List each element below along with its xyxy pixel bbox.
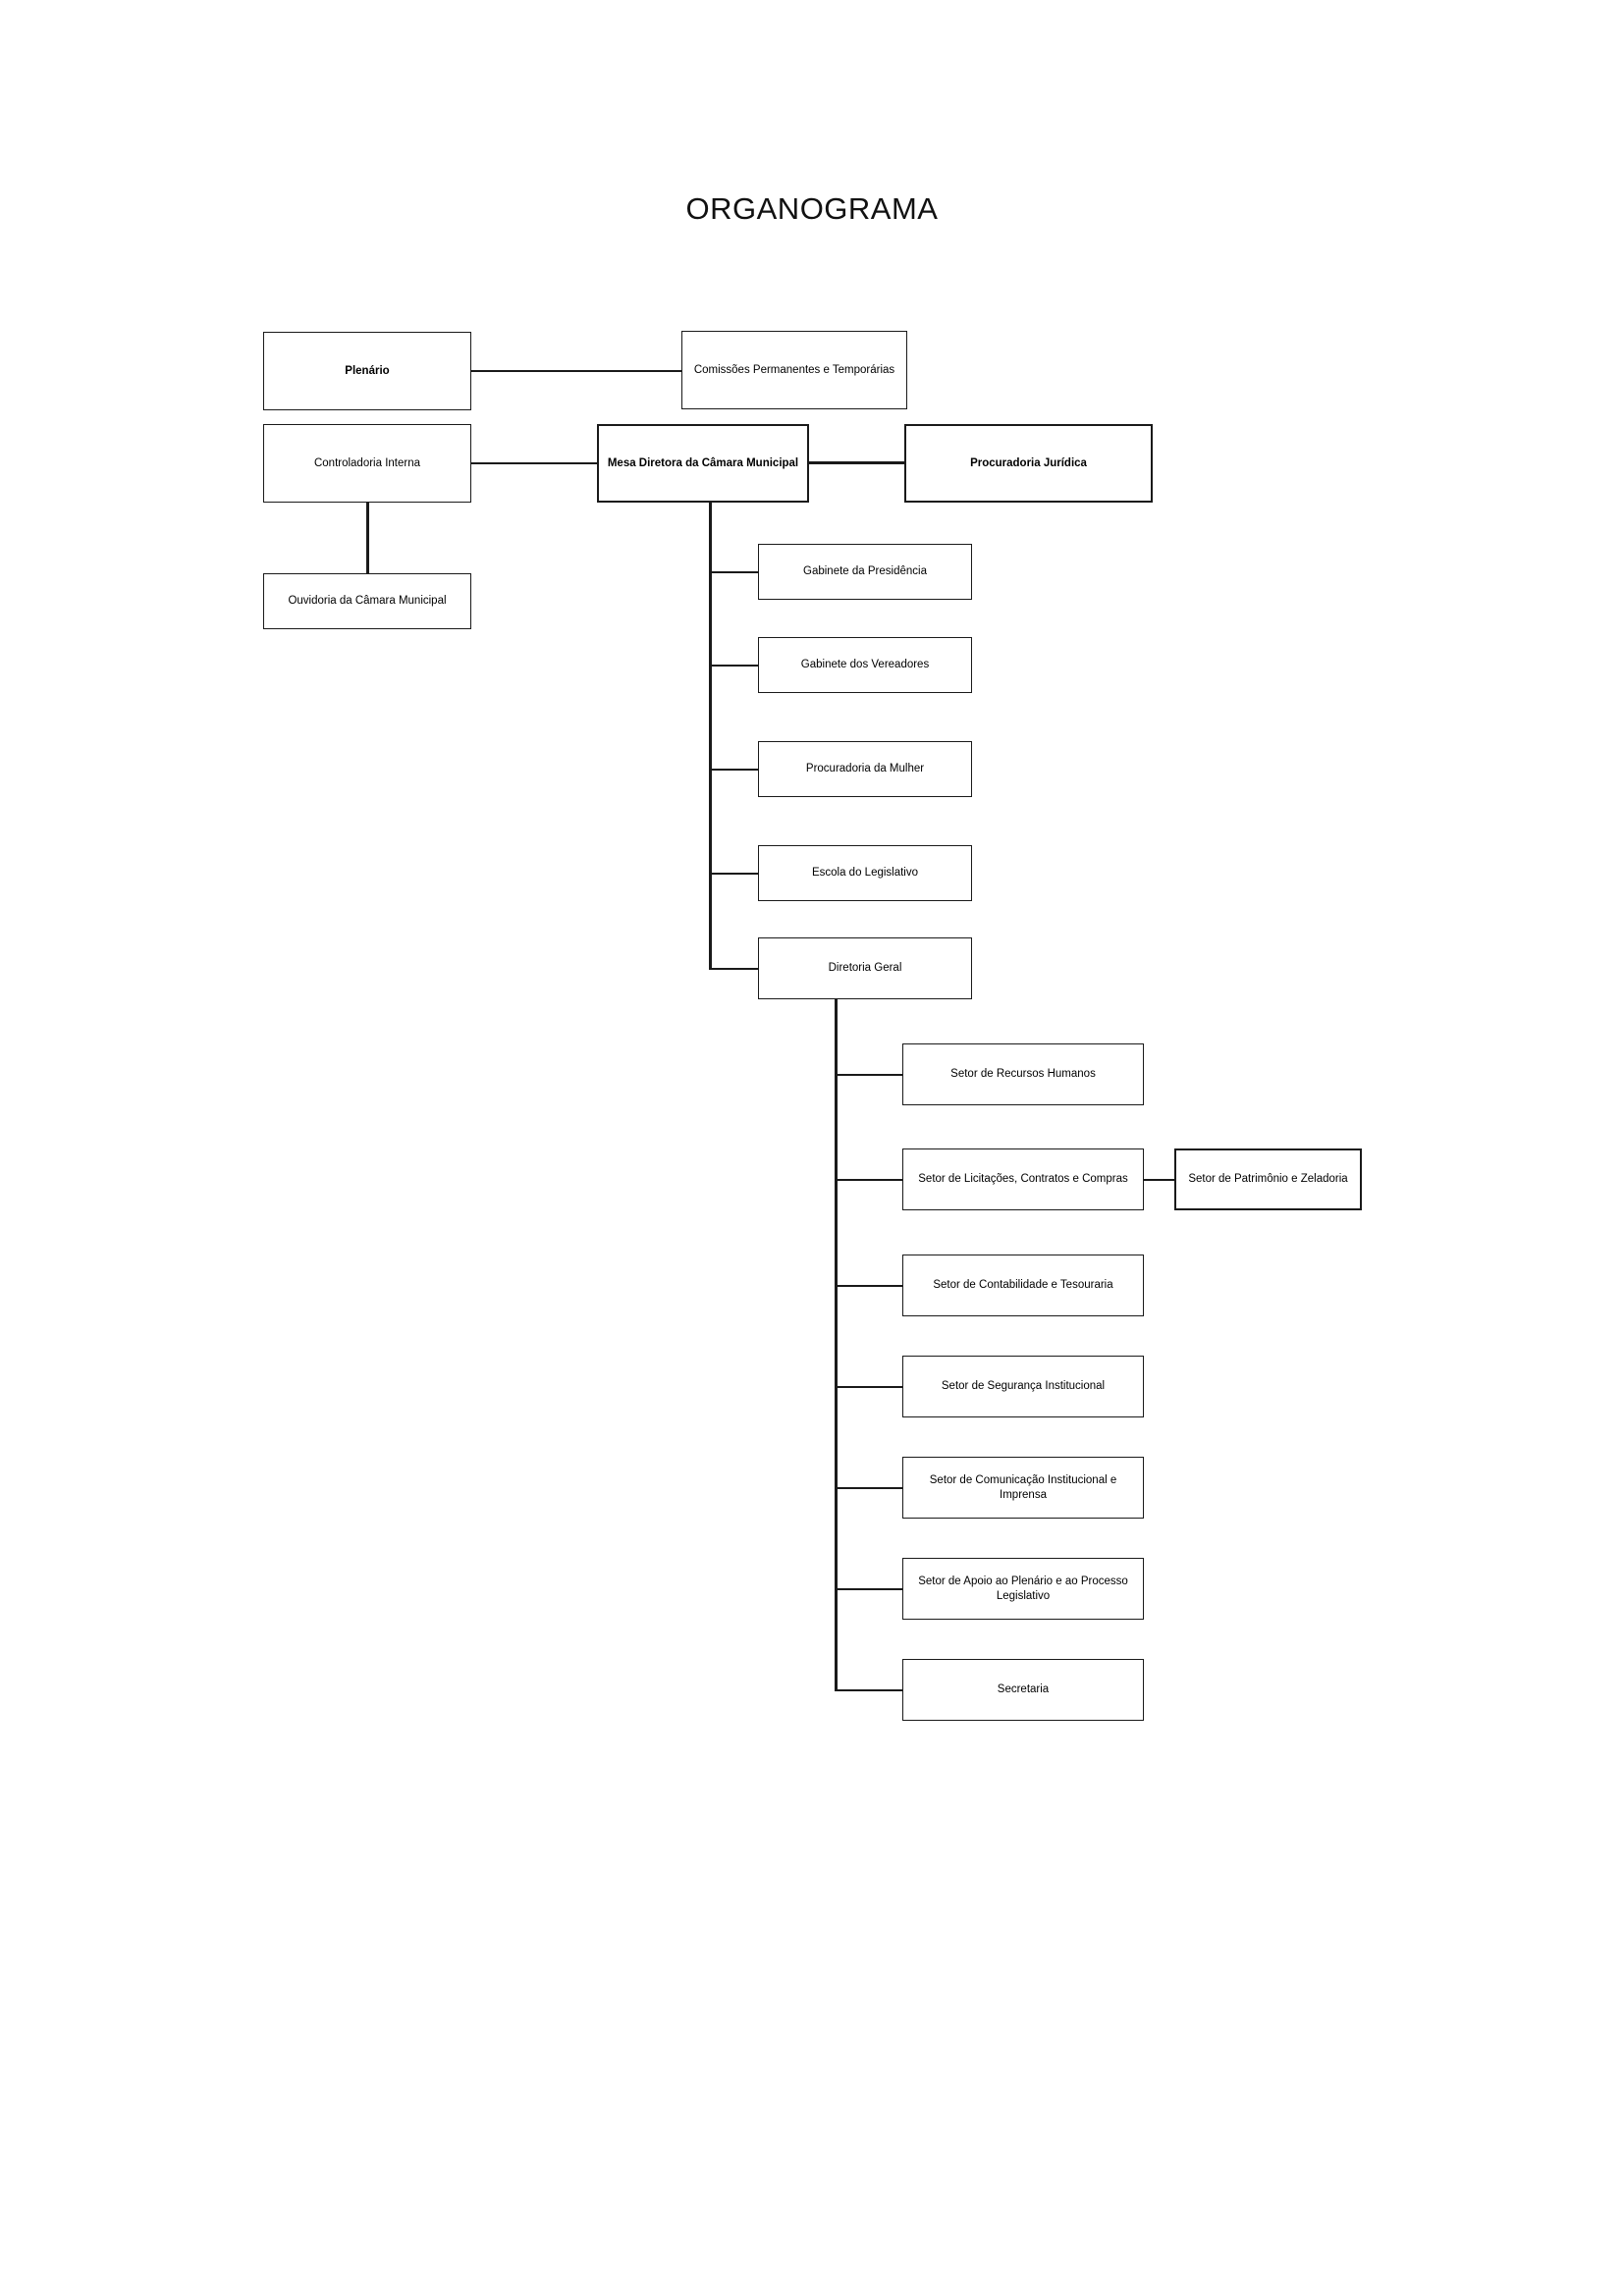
node-label: Setor de Comunicação Institucional e Imp… — [929, 1474, 1117, 1501]
node-label: Secretaria — [997, 1683, 1050, 1696]
node-diretoria-geral[interactable]: Diretoria Geral — [758, 937, 972, 999]
connector-branch-gabinete-vereadores — [709, 665, 758, 667]
connector-diretoria-trunk — [835, 999, 838, 1690]
node-label: Setor de Licitações, Contratos e Compras — [918, 1173, 1128, 1186]
node-label: Controladoria Interna — [313, 456, 421, 469]
node-gabinete-vereadores[interactable]: Gabinete dos Vereadores — [758, 637, 972, 693]
node-setor-licitacoes-contratos-compras[interactable]: Setor de Licitações, Contratos e Compras — [902, 1148, 1144, 1210]
connector-branch-licitacoes — [835, 1179, 902, 1181]
node-label: Gabinete da Presidência — [803, 565, 927, 578]
connector-licitacoes-patrimonio — [1144, 1179, 1174, 1181]
connector-branch-procuradoria-mulher — [709, 769, 758, 771]
connector-branch-comunicacao — [835, 1487, 902, 1489]
node-label: Comissões Permanentes e Temporárias — [693, 363, 895, 376]
node-setor-patrimonio-zeladoria[interactable]: Setor de Patrimônio e Zeladoria — [1174, 1148, 1362, 1210]
node-label: Setor de Contabilidade e Tesouraria — [933, 1279, 1113, 1292]
connector-branch-contabilidade — [835, 1285, 902, 1287]
node-procuradoria-juridica[interactable]: Procuradoria Jurídica — [904, 424, 1153, 503]
page-title: ORGANOGRAMA — [685, 191, 939, 226]
node-gabinete-presidencia[interactable]: Gabinete da Presidência — [758, 544, 972, 600]
connector-branch-seguranca — [835, 1386, 902, 1388]
connector-mesa-procuradoria — [809, 461, 904, 464]
node-escola-legislativo[interactable]: Escola do Legislativo — [758, 845, 972, 901]
node-label: Mesa Diretora da Câmara Municipal — [607, 456, 799, 469]
connector-branch-gabinete-presidencia — [709, 571, 758, 573]
connector-mesa-trunk — [709, 503, 712, 969]
node-comissoes-permanentes-temporarias[interactable]: Comissões Permanentes e Temporárias — [681, 331, 907, 409]
node-plenario[interactable]: Plenário — [263, 332, 471, 410]
node-label: Gabinete dos Vereadores — [800, 659, 930, 671]
connector-branch-diretoria-geral — [709, 968, 758, 970]
node-setor-apoio-plenario-processo-legislativo[interactable]: Setor de Apoio ao Plenário e ao Processo… — [902, 1558, 1144, 1620]
node-label: Setor de Segurança Institucional — [941, 1380, 1106, 1393]
node-label: Setor de Recursos Humanos — [950, 1068, 1096, 1081]
connector-plenario-comissoes — [471, 370, 681, 372]
node-secretaria[interactable]: Secretaria — [902, 1659, 1144, 1721]
node-label: Plenário — [345, 364, 390, 377]
node-label: Diretoria Geral — [828, 962, 902, 975]
connector-branch-escola-legislativo — [709, 873, 758, 875]
connector-controladoria-mesa — [471, 462, 597, 464]
node-label: Ouvidoria da Câmara Municipal — [288, 595, 447, 608]
connector-branch-secretaria — [835, 1689, 902, 1691]
node-label: Escola do Legislativo — [811, 867, 919, 880]
node-setor-contabilidade-tesouraria[interactable]: Setor de Contabilidade e Tesouraria — [902, 1255, 1144, 1316]
node-label: Procuradoria Jurídica — [970, 456, 1087, 469]
node-ouvidoria-camara-municipal[interactable]: Ouvidoria da Câmara Municipal — [263, 573, 471, 629]
node-mesa-diretora[interactable]: Mesa Diretora da Câmara Municipal — [597, 424, 809, 503]
connector-branch-apoio-plenario — [835, 1588, 902, 1590]
node-label: Setor de Apoio ao Plenário e ao Processo… — [918, 1575, 1128, 1602]
node-setor-seguranca-institucional[interactable]: Setor de Segurança Institucional — [902, 1356, 1144, 1417]
connector-controladoria-ouvidoria — [366, 503, 369, 573]
node-setor-recursos-humanos[interactable]: Setor de Recursos Humanos — [902, 1043, 1144, 1105]
node-label: Setor de Patrimônio e Zeladoria — [1188, 1173, 1348, 1186]
node-procuradoria-mulher[interactable]: Procuradoria da Mulher — [758, 741, 972, 797]
node-controladoria-interna[interactable]: Controladoria Interna — [263, 424, 471, 503]
node-setor-comunicacao-institucional-imprensa[interactable]: Setor de Comunicação Institucional e Imp… — [902, 1457, 1144, 1519]
node-label: Procuradoria da Mulher — [805, 763, 925, 775]
connector-branch-recursos-humanos — [835, 1074, 902, 1076]
